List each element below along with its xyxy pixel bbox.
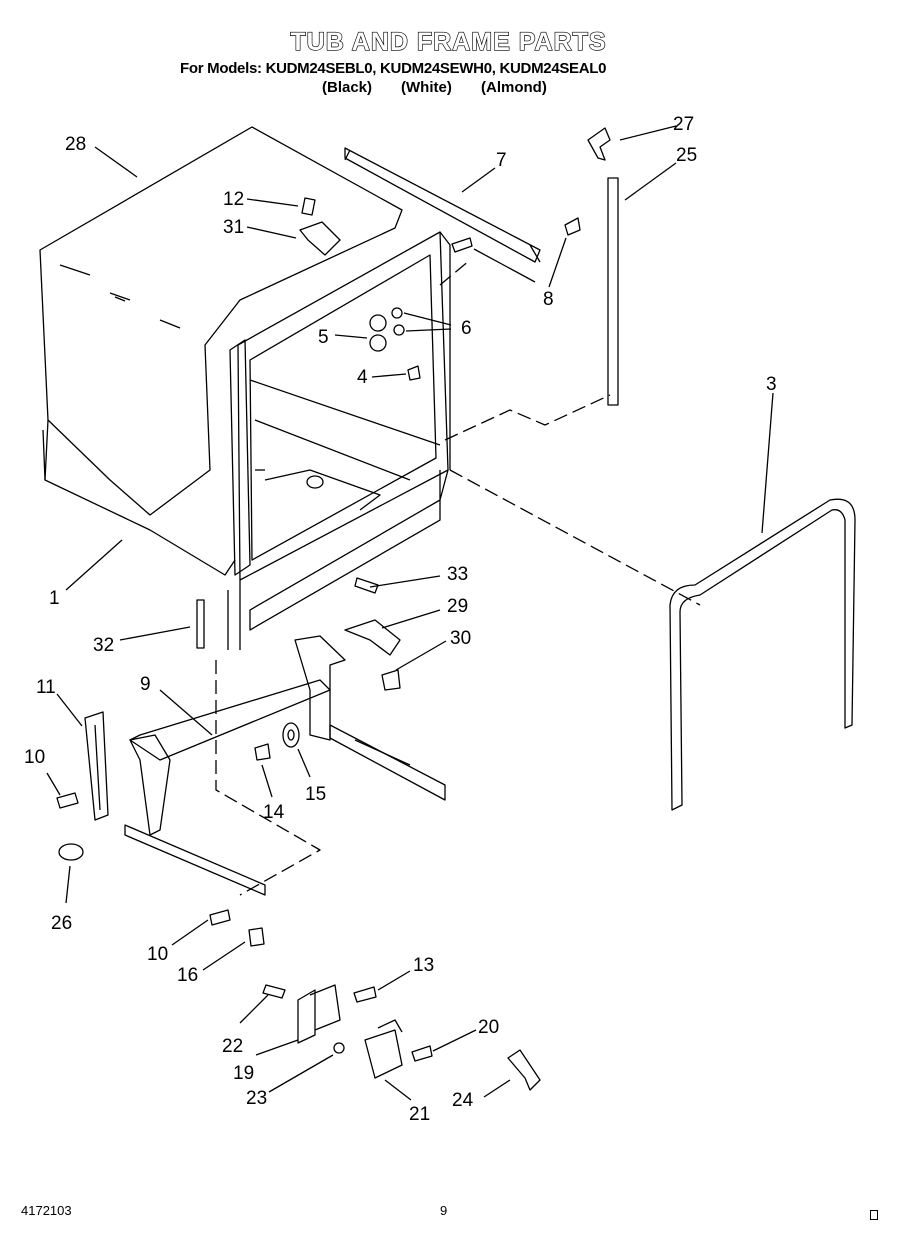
part-number-label: 13: [413, 955, 434, 976]
part-number-label: 3: [766, 374, 777, 395]
screw-20: [411, 1045, 433, 1062]
screw-10a: [56, 792, 79, 809]
strip-11: [84, 711, 109, 821]
washer-23: [333, 1042, 345, 1054]
color-label-almond: (Almond): [481, 79, 547, 96]
clip-30: [381, 669, 401, 691]
part-number-label: 11: [36, 677, 56, 698]
part-number-label: 21: [409, 1104, 430, 1125]
part-number-label: 22: [222, 1036, 243, 1057]
page-title: TUB AND FRAME PARTS: [290, 27, 607, 56]
part-number-label: 6: [461, 318, 472, 339]
washer-15: [282, 722, 300, 748]
foot-16: [248, 927, 265, 947]
strip-25: [607, 177, 619, 406]
fastener-12: [301, 197, 316, 216]
part-number-label: 31: [223, 217, 244, 238]
part-number-label: 33: [447, 564, 468, 585]
part-number-label: 5: [318, 327, 329, 348]
clip-27: [587, 127, 611, 161]
part-number-label: 10: [24, 747, 45, 768]
gasket-3: [669, 498, 856, 811]
tub-frame: [237, 231, 449, 581]
strip-32: [196, 599, 205, 649]
part-number-label: 25: [676, 145, 697, 166]
part-labels: 28 12 31 7 27 25 8 6 5 4 3 1 33 29 32 30…: [24, 114, 777, 1125]
part-number-label: 10: [147, 944, 168, 965]
corner-mark: [870, 1210, 878, 1220]
part-number-label: 28: [65, 134, 86, 155]
clip-29: [344, 619, 401, 656]
bracket-19: [297, 989, 316, 1044]
tub-insulation-28: [39, 126, 403, 516]
color-label-white: (White): [401, 79, 452, 96]
screw-10b: [209, 909, 231, 926]
part-number-label: 20: [478, 1017, 499, 1038]
part-number-label: 1: [49, 588, 60, 609]
part-number-label: 26: [51, 913, 72, 934]
part-number-label: 12: [223, 189, 244, 210]
part-number-label: 16: [177, 965, 198, 986]
screw-14: [254, 743, 271, 761]
part-number-label: 23: [246, 1088, 267, 1109]
screw-8: [451, 237, 473, 253]
part-number-label: 15: [305, 784, 326, 805]
screw-33: [354, 577, 379, 594]
part-number-label: 7: [496, 150, 507, 171]
screw-8b: [564, 217, 581, 236]
bracket-31: [299, 221, 341, 256]
part-number-label: 9: [140, 674, 151, 695]
part-number-label: 14: [263, 802, 285, 823]
bracket-21: [364, 1029, 403, 1079]
screw-13: [353, 986, 377, 1003]
part-number-label: 24: [452, 1090, 474, 1111]
models-line: For Models: KUDM24SEBL0, KUDM24SEWH0, KU…: [180, 60, 607, 77]
page-number: 9: [440, 1203, 448, 1218]
part-number-label: 32: [93, 635, 114, 656]
part-number-label: 4: [357, 367, 368, 388]
part-number-label: 19: [233, 1063, 254, 1084]
leveling-brace-9: [129, 679, 331, 761]
screw-22: [262, 984, 286, 999]
nut-6a: [391, 307, 403, 319]
cap-26: [58, 843, 84, 861]
part-number-label: 29: [447, 596, 468, 617]
part-number-label: 27: [673, 114, 694, 135]
plug-4: [407, 365, 421, 381]
part-number-label: 8: [543, 289, 554, 310]
grommet-5a: [369, 314, 387, 332]
color-label-black: (Black): [322, 79, 373, 96]
rail-7: [344, 147, 541, 263]
clip-24: [507, 1049, 541, 1091]
doc-number: 4172103: [21, 1203, 72, 1218]
part-number-label: 30: [450, 628, 471, 649]
